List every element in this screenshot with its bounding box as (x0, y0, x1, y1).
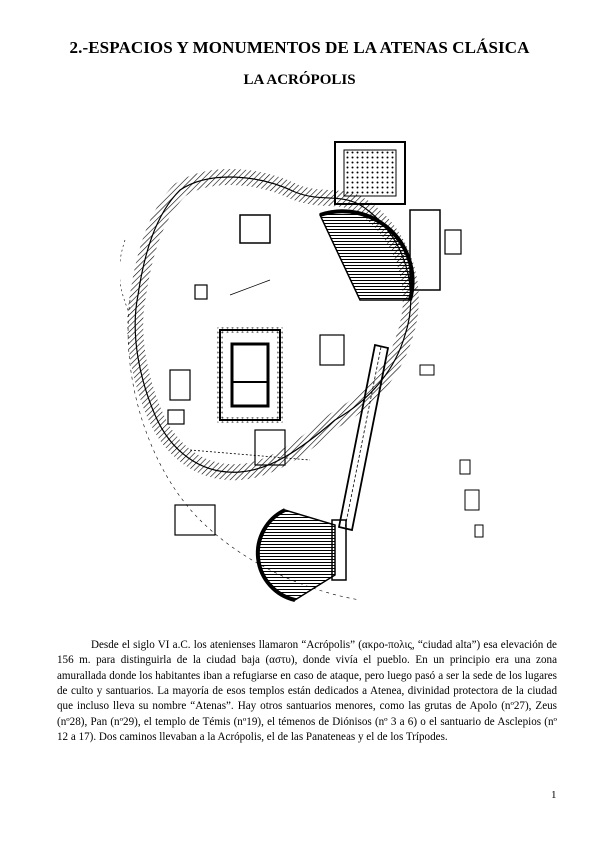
acropolis-plan-illustration (120, 141, 484, 602)
odeon-plan (334, 141, 406, 205)
intro-paragraph: Desde el siglo VI a.C. los atenienses ll… (57, 639, 557, 743)
theatre-of-dionysus-plan (318, 209, 462, 301)
page-number: 1 (551, 789, 557, 801)
page-title: 2.-ESPACIOS Y MONUMENTOS DE LA ATENAS CL… (69, 38, 530, 57)
page-subtitle: LA ACRÓPOLIS (243, 72, 356, 88)
parthenon-plan (217, 327, 283, 423)
odeon-of-herodes-atticus-plan (255, 508, 347, 602)
building-north (239, 214, 271, 244)
stoa-of-eumenes-plan (337, 343, 390, 532)
